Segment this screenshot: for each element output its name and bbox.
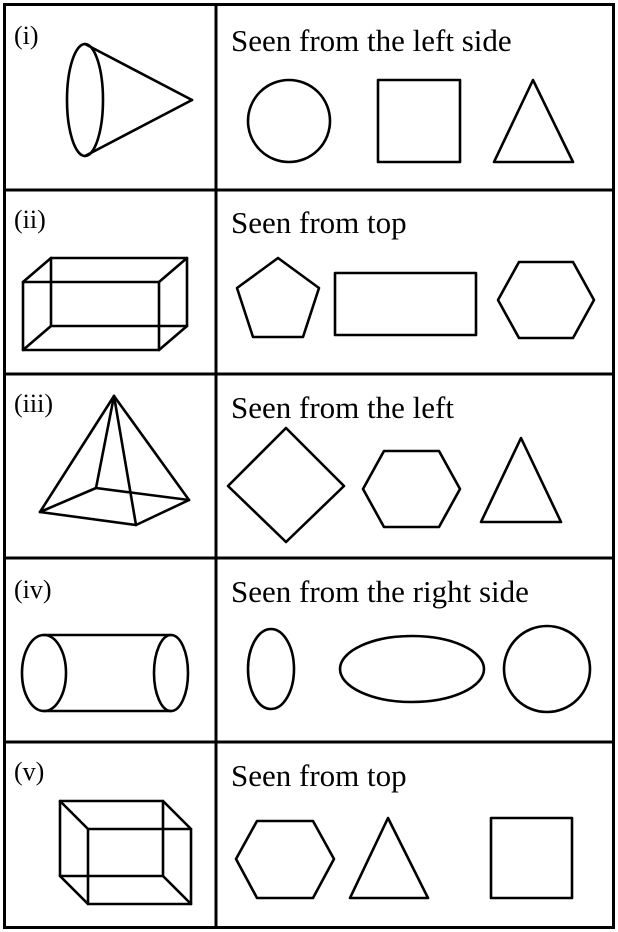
rectangle-icon — [333, 271, 478, 337]
hexagon-icon — [496, 260, 596, 340]
triangle-icon — [348, 816, 430, 900]
diamond-icon — [226, 426, 346, 544]
row-label: (iii) — [14, 389, 53, 418]
triangle-icon — [479, 436, 563, 524]
table-grid — [3, 3, 615, 929]
row-1: (i) Seen from the left side — [14, 21, 575, 164]
pentagon-icon — [235, 256, 321, 339]
vertical-ellipse-icon — [246, 627, 296, 711]
row-2: (ii) Seen from top — [14, 205, 596, 352]
cone-icon — [65, 42, 194, 158]
cylinder-icon — [20, 633, 190, 713]
cube-icon — [58, 799, 193, 906]
row-caption: Seen from the left side — [231, 23, 512, 58]
triangle-icon — [492, 78, 575, 164]
hexagon-icon — [234, 819, 336, 900]
row-caption: Seen from top — [231, 205, 407, 240]
row-caption: Seen from the right side — [231, 574, 529, 609]
row-label: (ii) — [14, 205, 46, 234]
circle-icon — [246, 78, 332, 164]
cuboid-icon — [21, 256, 189, 352]
circle-icon — [502, 624, 592, 714]
square-icon — [376, 78, 462, 164]
row-3: (iii) Seen from the left — [14, 389, 563, 544]
row-caption: Seen from top — [231, 758, 407, 793]
row-caption: Seen from the left — [231, 390, 454, 425]
row-5: (v) Seen from top — [14, 757, 574, 906]
hexagon-icon — [361, 449, 462, 529]
row-4: (iv) Seen from the right side — [14, 574, 592, 714]
square-icon — [489, 816, 574, 900]
row-label: (v) — [14, 757, 44, 786]
row-label: (i) — [14, 21, 39, 50]
pyramid-icon — [38, 394, 191, 527]
horizontal-ellipse-icon — [338, 634, 486, 704]
row-label: (iv) — [14, 575, 52, 604]
table-border — [3, 3, 615, 929]
